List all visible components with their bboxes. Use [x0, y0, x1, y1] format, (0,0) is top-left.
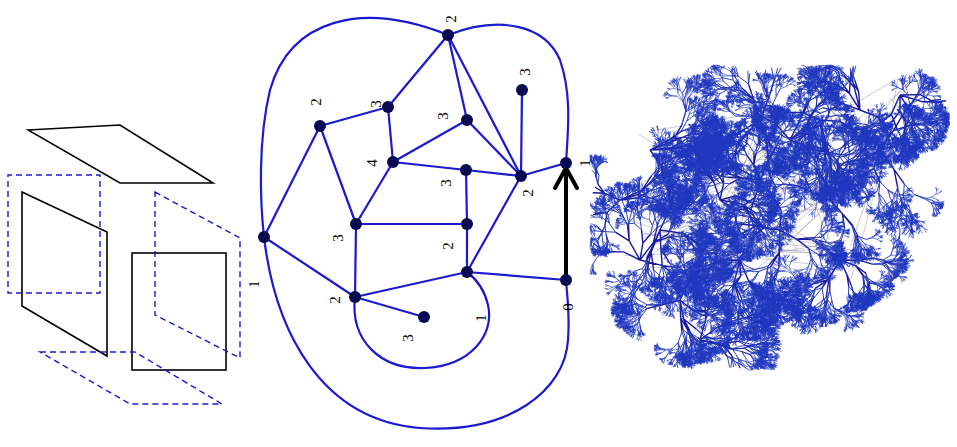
solid-face: [22, 192, 107, 356]
vertex-label: 2: [441, 242, 456, 250]
vertex-label: 1: [578, 159, 593, 167]
vertex-label: 0: [561, 303, 576, 311]
vertex-label: 1: [247, 280, 262, 288]
vertex-label: 3: [439, 179, 454, 187]
vertex-label: 1: [474, 314, 489, 322]
vertex-label: 3: [331, 234, 346, 242]
vertex-label: 2: [521, 189, 536, 197]
solid-face: [28, 125, 213, 183]
root-arrow: [555, 168, 577, 278]
dashed-face: [8, 175, 100, 293]
vertex-label: 2: [444, 15, 459, 23]
vertex-label: 3: [518, 68, 533, 76]
vertex-label: 3: [436, 112, 451, 120]
map-vertices: [258, 29, 572, 323]
solid-face: [132, 253, 226, 370]
vertex-label: 2: [328, 296, 343, 304]
dashed-face: [40, 352, 222, 404]
vertex-label: 2: [309, 98, 324, 106]
vertex-label: 4: [365, 159, 380, 167]
map-edges: [261, 18, 569, 428]
vertex-label: 3: [369, 100, 384, 108]
dashed-face: [155, 192, 240, 358]
vertex-label: 3: [401, 334, 416, 342]
tree-branches: [590, 65, 950, 370]
